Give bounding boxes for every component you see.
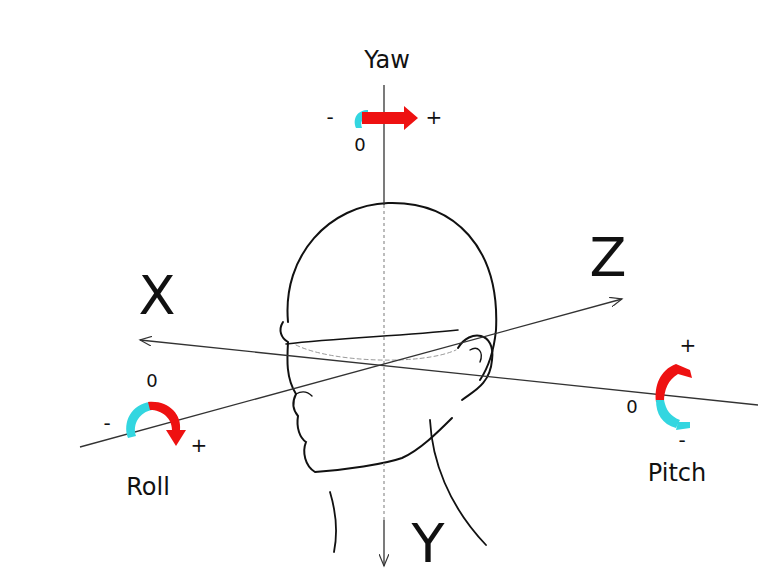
sign-mark: + — [426, 107, 443, 127]
zero-mark: 0 — [146, 372, 157, 390]
axis-letter: Z — [590, 231, 627, 285]
axis-letter: X — [139, 269, 176, 323]
roll-rotation-icon — [126, 402, 186, 446]
sign-mark: - — [326, 107, 333, 127]
pitch-rotation-icon — [656, 364, 692, 430]
sign-mark: - — [103, 413, 110, 433]
sign-mark: + — [680, 335, 697, 355]
axis-name: Pitch — [648, 461, 706, 485]
axis-lines — [80, 85, 758, 566]
yaw-rotation-icon — [355, 106, 418, 130]
axis-letter: Y — [412, 517, 445, 571]
sign-mark: - — [678, 430, 685, 450]
zero-mark: 0 — [626, 398, 637, 416]
sign-mark: + — [191, 435, 208, 455]
axis-name: Yaw — [364, 48, 410, 72]
axis-name: Roll — [126, 475, 170, 499]
zero-mark: 0 — [354, 136, 365, 154]
head-outline — [281, 203, 497, 552]
